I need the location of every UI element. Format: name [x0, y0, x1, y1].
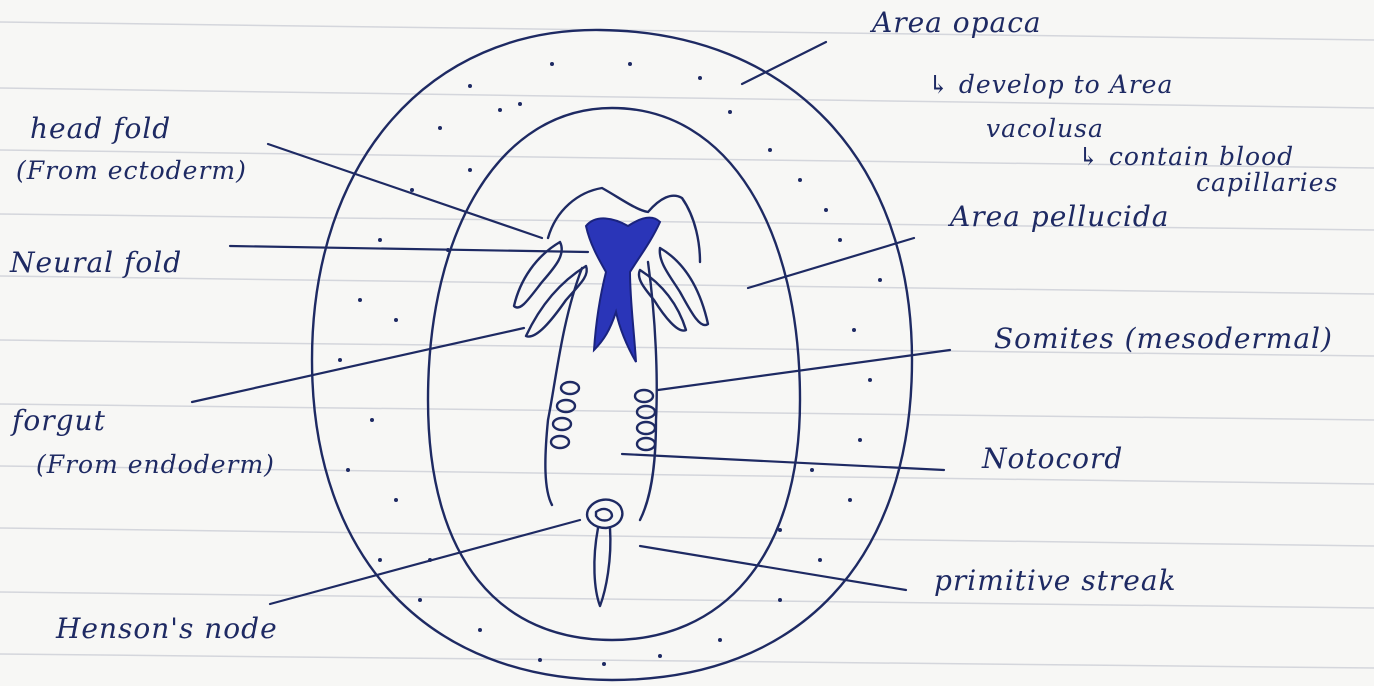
somites-right — [635, 390, 655, 450]
area-opaca-stipple — [338, 62, 882, 666]
label-area-opaca-note-1: ↳ develop to Area — [928, 72, 1173, 98]
label-area-pellucida: Area pellucida — [950, 202, 1169, 232]
leader-neural-fold — [230, 246, 588, 252]
leader-primitive-streak — [640, 546, 906, 590]
leader-forgut — [192, 328, 524, 402]
label-forgut: forgut — [12, 406, 106, 436]
label-notocord: Notocord — [982, 444, 1123, 474]
neural-plate-fill — [586, 218, 660, 362]
label-forgut-source: (From endoderm) — [36, 452, 275, 478]
leader-notocord — [622, 454, 944, 470]
label-area-opaca-note-3: ↳ contain blood — [1078, 144, 1294, 170]
area-pellucida-outline — [428, 108, 800, 640]
label-primitive-streak: primitive streak — [934, 566, 1177, 596]
leader-somites — [658, 350, 950, 390]
leader-area-pellucida — [748, 238, 914, 288]
neural-fold-right-inner — [639, 270, 686, 331]
somites-left — [551, 382, 579, 448]
label-neural-fold: Neural fold — [10, 248, 182, 278]
label-area-opaca: Area opaca — [872, 8, 1042, 38]
label-somites: Somites (mesodermal) — [994, 324, 1333, 354]
hensons-node-shape — [587, 500, 622, 528]
primitive-streak-shape — [594, 528, 610, 606]
label-area-opaca-note-4: capillaries — [1196, 170, 1338, 196]
label-hensons-node: Henson's node — [56, 614, 278, 644]
label-head-fold: head fold — [30, 114, 171, 144]
leader-area-opaca — [742, 42, 826, 84]
label-head-fold-source: (From ectoderm) — [16, 158, 247, 184]
label-area-opaca-note-2: vacolusa — [986, 116, 1104, 142]
